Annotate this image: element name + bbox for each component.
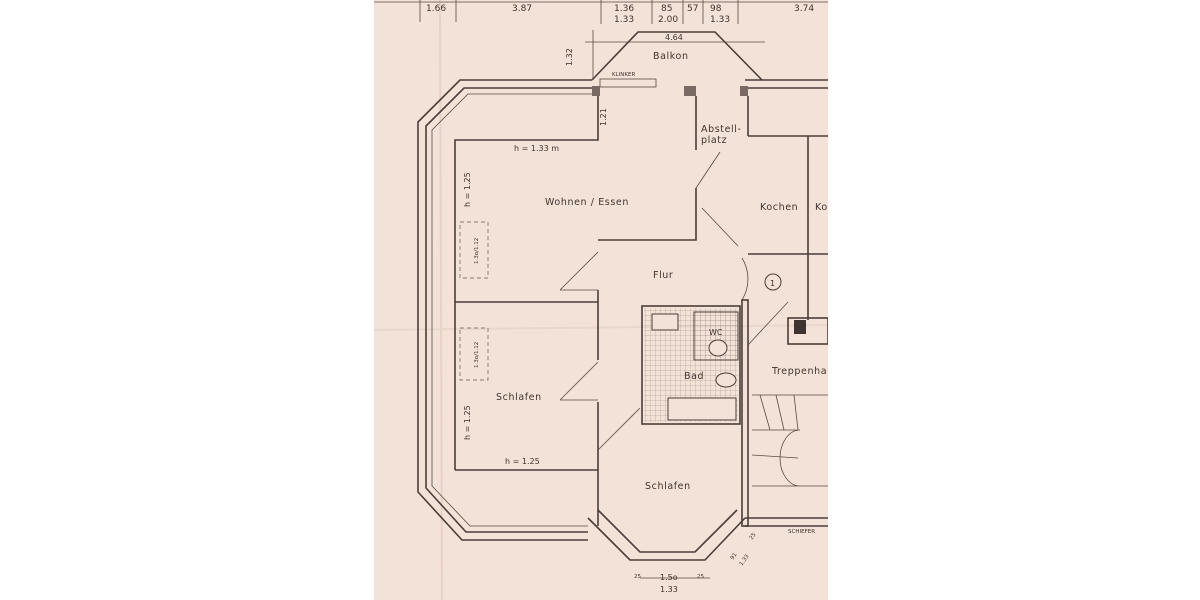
toilet [708, 339, 728, 357]
unit-marker [764, 273, 782, 291]
height-label: h = 1.33 m [514, 144, 559, 153]
room-label-abstellplatz: Abstell- [701, 124, 742, 135]
bathroom [644, 308, 739, 422]
dimension-text: 25 [634, 574, 641, 580]
height-label: h = 1.25 [505, 457, 540, 466]
dimension-text: 25 [697, 574, 704, 580]
dimension-text: 2.00 [658, 15, 678, 25]
door-swings [559, 151, 789, 451]
room-label-abstellplatz: platz [701, 135, 727, 146]
room-label-wohnen-essen: Wohnen / Essen [545, 197, 629, 208]
top-dimension-line: 1.66 3.87 1.36 85 57 98 3.74 1.33 2.00 1… [374, 0, 828, 25]
skylight [459, 327, 489, 381]
dimension-text: 57 [687, 4, 698, 14]
dimension-text: 3.87 [512, 4, 532, 14]
exterior-walls [417, 79, 828, 541]
bidet [715, 372, 737, 388]
roof-material-label: SCHIEFER [788, 529, 815, 535]
balcony: 4.64 Balkon 1.32 KLINKER [565, 30, 765, 88]
staircase [751, 394, 828, 487]
height-label: h = 1.25 [463, 172, 472, 207]
dimension-text: 1.33 [660, 585, 678, 594]
bay-window: 1.5o 1.33 25 25 91 1.33 25 SCHIEFER [587, 509, 815, 594]
dimension-text: 3.74 [794, 4, 814, 14]
chimney [794, 320, 806, 334]
room-label-kochen: Kochen [760, 202, 798, 213]
skylight-label: 1.3o/1.12 [474, 238, 480, 264]
dimension-text: 25 [749, 532, 758, 542]
room-label-schlafen: Schlafen [496, 392, 542, 403]
room-label-flur: Flur [653, 270, 673, 281]
balcony-depth: 1.32 [565, 48, 574, 66]
skylight [459, 221, 489, 279]
room-label-schlafen: Schlafen [645, 481, 691, 492]
paper-fold [373, 324, 829, 331]
dimension-text: 1.33 [710, 15, 730, 25]
unit-marker-number: 1 [770, 279, 775, 288]
dimension-text: 1.36 [614, 4, 634, 14]
sink [651, 313, 679, 331]
paper-sheet [374, 0, 828, 600]
room-label-kochen-2: Ko [815, 202, 828, 213]
dimension-text: 85 [661, 4, 672, 14]
balcony-material: KLINKER [612, 72, 635, 78]
room-label-treppenhaus: Treppenhau [771, 366, 834, 377]
dimension-text: 98 [710, 4, 722, 14]
balcony-width: 4.64 [665, 33, 683, 42]
height-label: h = 1.25 [463, 405, 472, 440]
dimension-text: 1.33 [614, 15, 634, 25]
interior-walls [454, 96, 829, 527]
dimension-text: 1.5o [660, 573, 678, 582]
room-label-bad: Bad [684, 371, 704, 382]
balcony-label: Balkon [653, 51, 689, 62]
room-label-wc: WC [709, 328, 723, 337]
dimension-text: 91 [730, 552, 739, 561]
bathtub [667, 397, 737, 421]
dimension-text: 1.21 [599, 108, 608, 126]
skylight-label: 1.3o/1.12 [474, 342, 480, 368]
dimension-text: 1.66 [426, 4, 446, 14]
